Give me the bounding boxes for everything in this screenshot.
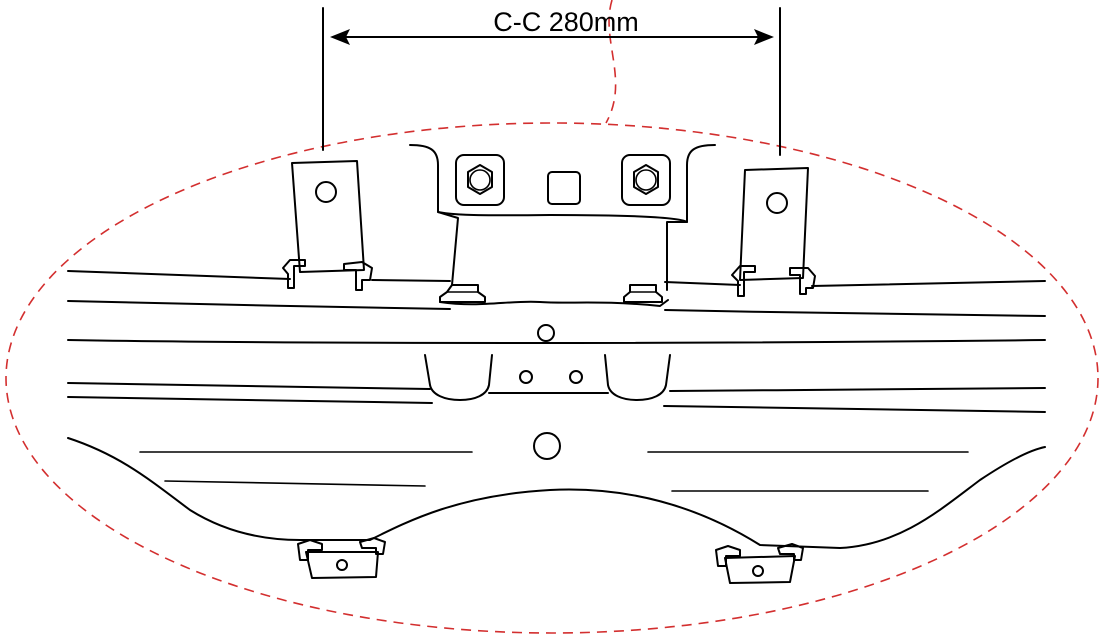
highlight-oval (5, 0, 1099, 634)
lower-bracket-left-clip-left (297, 539, 323, 561)
center-mount-plate (409, 144, 716, 307)
lower-bracket-right-clip-right (777, 543, 804, 561)
bolt-housing-right (621, 154, 671, 206)
lower-contour (67, 437, 1046, 549)
mount-hole-center-large (533, 432, 561, 460)
bumper-outline (67, 437, 1046, 549)
rail-5 (67, 396, 1046, 413)
rail-4 (67, 382, 1046, 392)
lower-bracket-left-body (305, 551, 379, 579)
bolt-head-left (467, 164, 493, 195)
center-recess (424, 324, 671, 460)
bolt-socket-right (635, 169, 657, 191)
lower-bolt-right (623, 284, 663, 303)
lower-bolt-left (439, 284, 486, 303)
arrowhead-left (330, 29, 350, 45)
mount-hole-recess-right (569, 370, 583, 384)
plate-base (439, 299, 669, 307)
lower-bracket-right (715, 543, 804, 584)
bolt-head-right (633, 164, 659, 195)
upper-bracket-right-hole (766, 192, 788, 214)
rail-3 (67, 339, 1046, 344)
plate-top-flange (409, 144, 716, 223)
lower-bracket-right-clip-left (715, 545, 741, 567)
dimension-label: C-C 280mm (493, 7, 639, 37)
mount-hole-recess-left (519, 370, 533, 384)
rail-2 (67, 300, 1046, 317)
recess-left-pocket (424, 354, 493, 401)
frame-rails (67, 270, 1046, 413)
highlight-oval-outline (5, 122, 1099, 634)
plate-body (437, 211, 688, 291)
bolt-socket-left (469, 169, 491, 191)
lower-bracket-left (297, 537, 386, 579)
center-square-slot (547, 171, 581, 205)
contour-line-left-2 (164, 480, 426, 487)
recess-right-pocket (604, 354, 671, 401)
upper-bracket-left-plate (291, 160, 365, 273)
upper-bracket-right-clip-right (789, 267, 816, 295)
upper-bracket-left-clip-right (343, 261, 373, 291)
upper-bracket-left-clip-left (282, 259, 306, 289)
lower-bracket-left-hole (336, 559, 348, 571)
lower-bolt-right-head (623, 284, 663, 303)
lower-bracket-right-body (724, 555, 796, 584)
bolt-housing-left (455, 154, 505, 206)
upper-bracket-right (731, 167, 816, 297)
lower-bolt-left-head (439, 284, 486, 303)
upper-bracket-left-hole (315, 181, 337, 203)
rail-top (67, 270, 1046, 287)
highlight-leader-line (605, 0, 617, 124)
upper-bracket-right-clip-left (731, 265, 756, 297)
mount-hole-upper (537, 324, 555, 342)
upper-bracket-right-plate (739, 167, 809, 281)
dimension-annotation: C-C 280mm (322, 7, 781, 156)
lower-bracket-left-clip-right (359, 537, 386, 555)
arrowhead-right (754, 29, 774, 45)
upper-bracket-left (282, 160, 373, 291)
lower-bracket-right-hole (752, 565, 764, 577)
